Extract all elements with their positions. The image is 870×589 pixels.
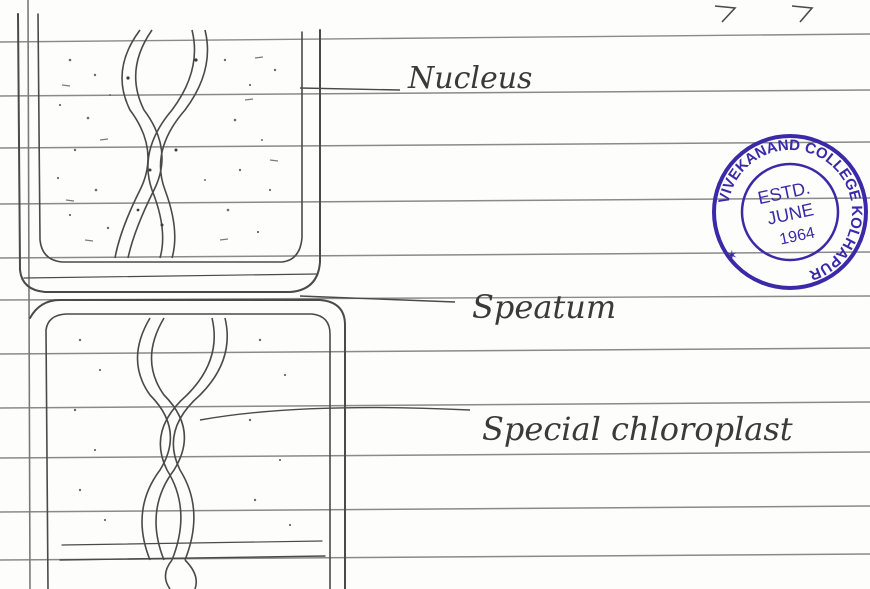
cytoplasm-dots-lower	[74, 339, 291, 526]
college-stamp: VIVEKANAND COLLEGE KOLHAPUR ESTD. JUNE 1…	[714, 136, 866, 288]
stamp-year: 1964	[778, 224, 816, 248]
chloroplast-pointer	[200, 408, 470, 420]
lower-cell	[30, 300, 345, 589]
star-icon: ✶	[726, 248, 738, 264]
label-special-chloroplast: Special chloroplast	[482, 410, 793, 448]
margin-line	[28, 0, 30, 589]
nucleus-pointer	[300, 88, 400, 90]
ruled-lines	[0, 34, 870, 560]
chloroplast-spiral-lower	[138, 318, 228, 589]
top-marks	[715, 6, 812, 22]
upper-cell	[18, 14, 320, 292]
pointer-lines	[200, 88, 470, 420]
label-septum: Speatum	[472, 288, 616, 326]
cytoplasm-dashes-upper	[62, 57, 278, 241]
label-nucleus: Nucleus	[407, 61, 532, 96]
